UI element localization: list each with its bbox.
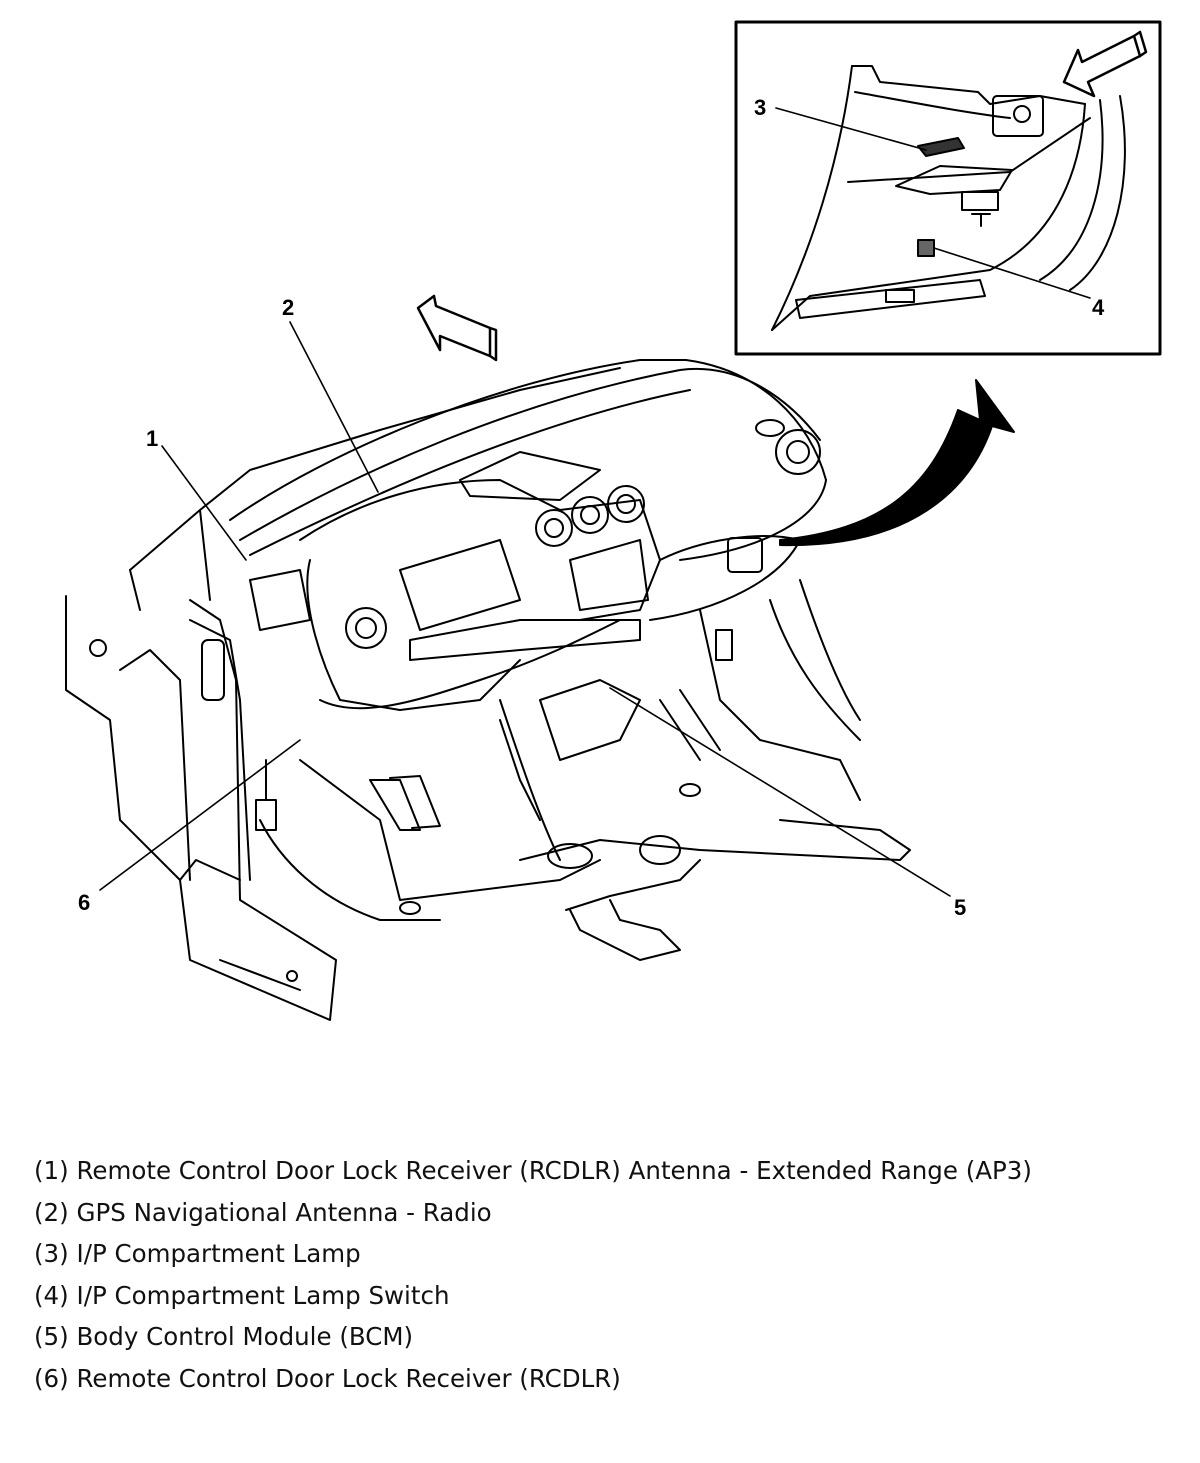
floor-and-tunnel	[259, 699, 911, 961]
legend-item-6: (6) Remote Control Door Lock Receiver (R…	[34, 1363, 621, 1393]
component-legend: (1) Remote Control Door Lock Receiver (R…	[34, 1150, 1184, 1399]
legend-item-5: (5) Body Control Module (BCM)	[34, 1322, 414, 1351]
inset-detail-view	[734, 20, 1162, 356]
right-side-structure	[659, 579, 861, 801]
callout-6-label: 6	[78, 890, 90, 915]
leader-lines	[99, 107, 1091, 897]
instrument-panel-diagram: 2 1 3 4 5 6	[65, 20, 1162, 1021]
left-a-pillar-structure	[65, 595, 337, 1021]
legend-item-4: (4) I/P Compartment Lamp Switch	[34, 1280, 450, 1310]
detail-pointer-arrow	[779, 379, 1015, 547]
callout-2-label: 1	[146, 426, 158, 451]
legend-item-2: (2) GPS Navigational Antenna - Radio	[34, 1197, 492, 1227]
callout-1-label: 2	[282, 295, 294, 320]
forward-direction-arrow	[416, 294, 498, 362]
legend-item-3: (3) I/P Compartment Lamp	[34, 1239, 361, 1268]
legend-item-1: (1) Remote Control Door Lock Receiver (R…	[34, 1156, 1032, 1185]
instrument-panel-body	[129, 359, 827, 711]
callout-5-label: 5	[954, 895, 966, 920]
callout-4-label: 4	[1092, 295, 1105, 320]
wiring-and-bcm	[249, 569, 641, 831]
callout-3-label: 3	[754, 95, 766, 120]
